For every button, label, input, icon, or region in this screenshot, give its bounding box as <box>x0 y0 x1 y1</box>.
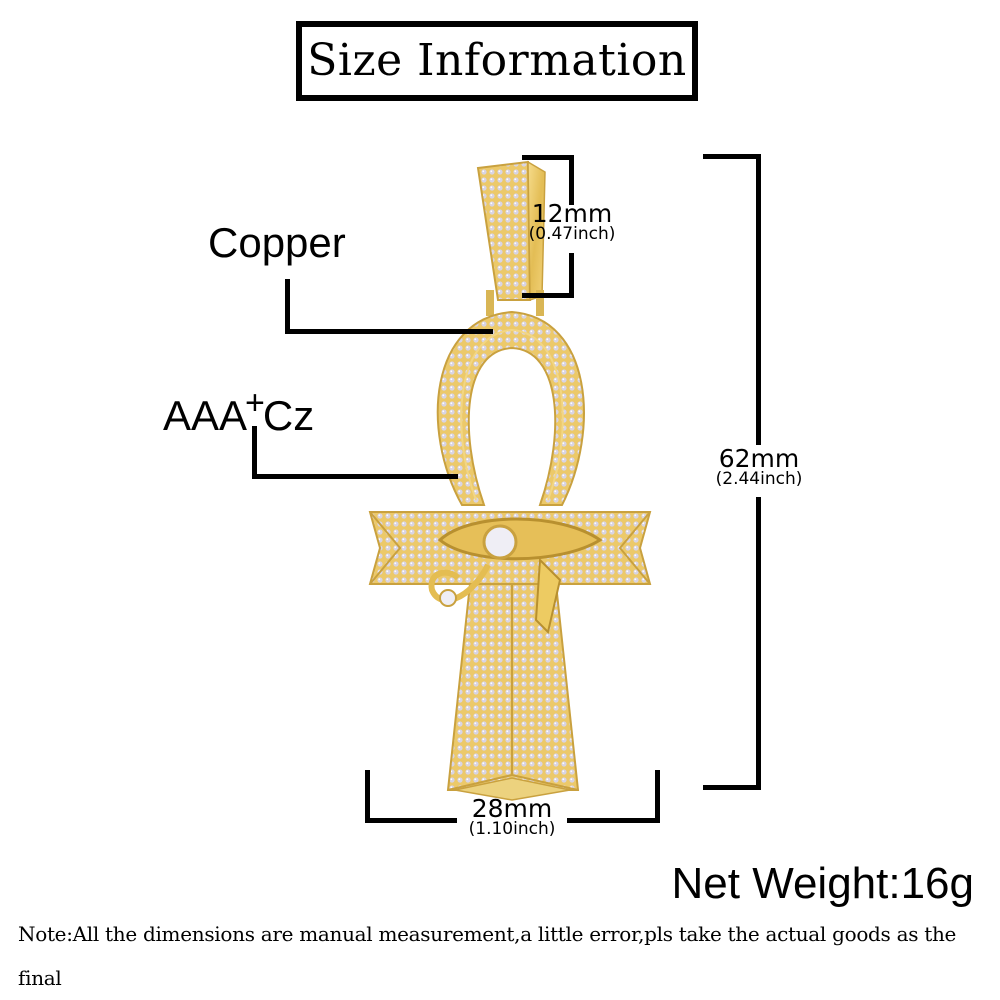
material-callout-label: Copper <box>208 219 346 266</box>
stone-callout-label: AAA+Cz <box>163 386 314 437</box>
bail-dim-vertical-lower <box>569 253 574 298</box>
bail-dim-bottom-tick <box>522 293 574 298</box>
page-title: Size Information <box>307 35 687 86</box>
width-dim-left-tick <box>365 770 370 823</box>
total-height-inch: (2.44inch) <box>715 469 803 489</box>
material-leader-horizontal <box>285 329 493 334</box>
width-inch: (1.10inch) <box>468 819 556 839</box>
material-leader-vertical <box>285 279 290 334</box>
bail-dim-label: 12mm (0.47inch) <box>518 201 626 243</box>
bail-dim-vertical-upper <box>569 155 574 205</box>
stone-grade: AAA <box>163 392 248 439</box>
total-height-mm: 62mm <box>718 444 800 473</box>
bail-dim-top-tick <box>522 155 574 160</box>
net-weight-label: Net Weight:16g <box>671 859 974 908</box>
bail-height-mm: 12mm <box>531 199 613 228</box>
stone-leader-horizontal <box>252 474 458 479</box>
stone-type: Cz <box>262 392 315 439</box>
bail-height-inch: (0.47inch) <box>528 224 616 244</box>
height-dim-top-tick <box>703 154 761 159</box>
height-dim-vertical-lower <box>756 497 761 790</box>
width-mm: 28mm <box>471 794 553 823</box>
stone-leader-vertical <box>252 426 257 479</box>
width-dim-label: 28mm (1.10inch) <box>452 796 572 838</box>
width-dim-horizontal-right <box>567 818 660 823</box>
height-dim-bottom-tick <box>703 785 761 790</box>
measurement-note: Note:All the dimensions are manual measu… <box>18 922 957 990</box>
width-dim-right-tick <box>655 770 660 823</box>
width-dim-horizontal-left <box>365 818 457 823</box>
height-dim-label: 62mm (2.44inch) <box>697 446 821 488</box>
stone-plus: + <box>245 384 265 422</box>
height-dim-vertical-upper <box>756 154 761 445</box>
ankh-pendant-image <box>368 160 652 801</box>
title-box: Size Information <box>296 21 698 101</box>
